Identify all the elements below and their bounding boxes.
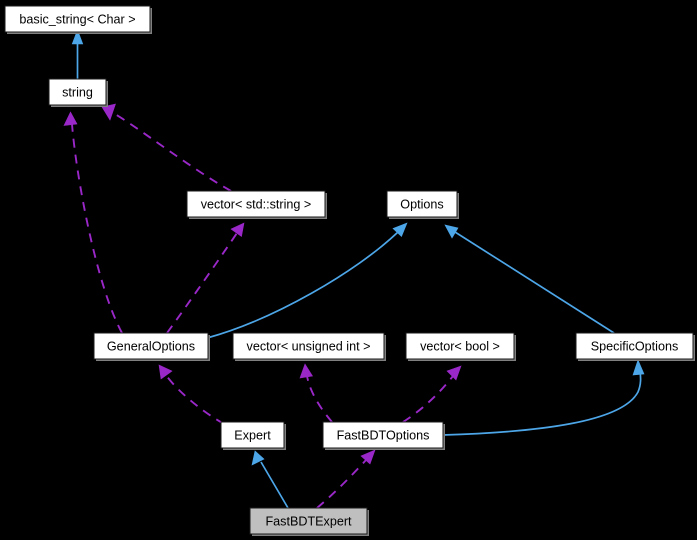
node-basic-string-box (4, 5, 151, 33)
node-options[interactable]: Options (386, 190, 459, 219)
edge-expert-to-general-options (158, 364, 225, 425)
node-basic-string-label: basic_string< Char > (19, 12, 135, 26)
node-options-box (386, 190, 458, 218)
node-string-box (48, 78, 107, 106)
edge-general-options-to-vector-string (166, 222, 245, 334)
node-vector-unsigned-int-label: vector< unsigned int > (247, 339, 371, 353)
edge-general-options-to-options (206, 222, 408, 339)
node-expert[interactable]: Expert (220, 421, 286, 450)
node-basic-string[interactable]: basic_string< Char > (4, 5, 152, 34)
edge-fastbdt-options-to-vector-bool (402, 365, 462, 423)
node-fastbdt-expert-box (249, 507, 368, 535)
node-fastbdt-options-label: FastBDTOptions (337, 428, 430, 442)
edge-string-to-basic-string (71, 29, 84, 79)
node-vector-bool-box (405, 332, 515, 360)
edge-layer (63, 29, 645, 509)
edge-vector-string-to-string (101, 103, 232, 192)
node-vector-unsigned-int-box (232, 332, 385, 360)
node-vector-bool-label: vector< bool > (420, 339, 500, 353)
node-vector-std-string-label: vector< std::string > (201, 197, 312, 211)
node-general-options-box (93, 332, 209, 360)
node-general-options[interactable]: GeneralOptions (93, 332, 210, 361)
node-vector-bool[interactable]: vector< bool > (405, 332, 516, 361)
node-fastbdt-options[interactable]: FastBDTOptions (322, 421, 445, 450)
node-specific-options-box (575, 332, 694, 360)
edge-fastbdt-options-to-specific-options (442, 359, 645, 436)
node-string[interactable]: string (48, 78, 108, 107)
edge-specific-options-to-options (444, 224, 615, 334)
node-layer: basic_string< Char > string vector< std:… (4, 5, 695, 536)
edge-general-options-to-string (63, 111, 123, 334)
node-vector-std-string-box (186, 190, 326, 218)
node-fastbdt-expert-label: FastBDTExpert (265, 514, 352, 528)
node-vector-unsigned-int[interactable]: vector< unsigned int > (232, 332, 386, 361)
edge-fastbdt-options-to-vector-uint (299, 363, 333, 423)
node-fastbdt-options-box (322, 421, 444, 449)
node-string-label: string (62, 85, 93, 99)
edge-fastbdt-expert-to-expert (251, 450, 289, 509)
node-fastbdt-expert[interactable]: FastBDTExpert (249, 507, 369, 536)
node-expert-box (220, 421, 285, 449)
node-options-label: Options (400, 197, 443, 211)
node-general-options-label: GeneralOptions (107, 339, 195, 353)
node-specific-options[interactable]: SpecificOptions (575, 332, 695, 361)
node-specific-options-label: SpecificOptions (591, 339, 679, 353)
node-expert-label: Expert (234, 428, 271, 442)
edge-fastbdt-expert-to-fastbdt-options (316, 449, 376, 509)
node-vector-std-string[interactable]: vector< std::string > (186, 190, 327, 219)
